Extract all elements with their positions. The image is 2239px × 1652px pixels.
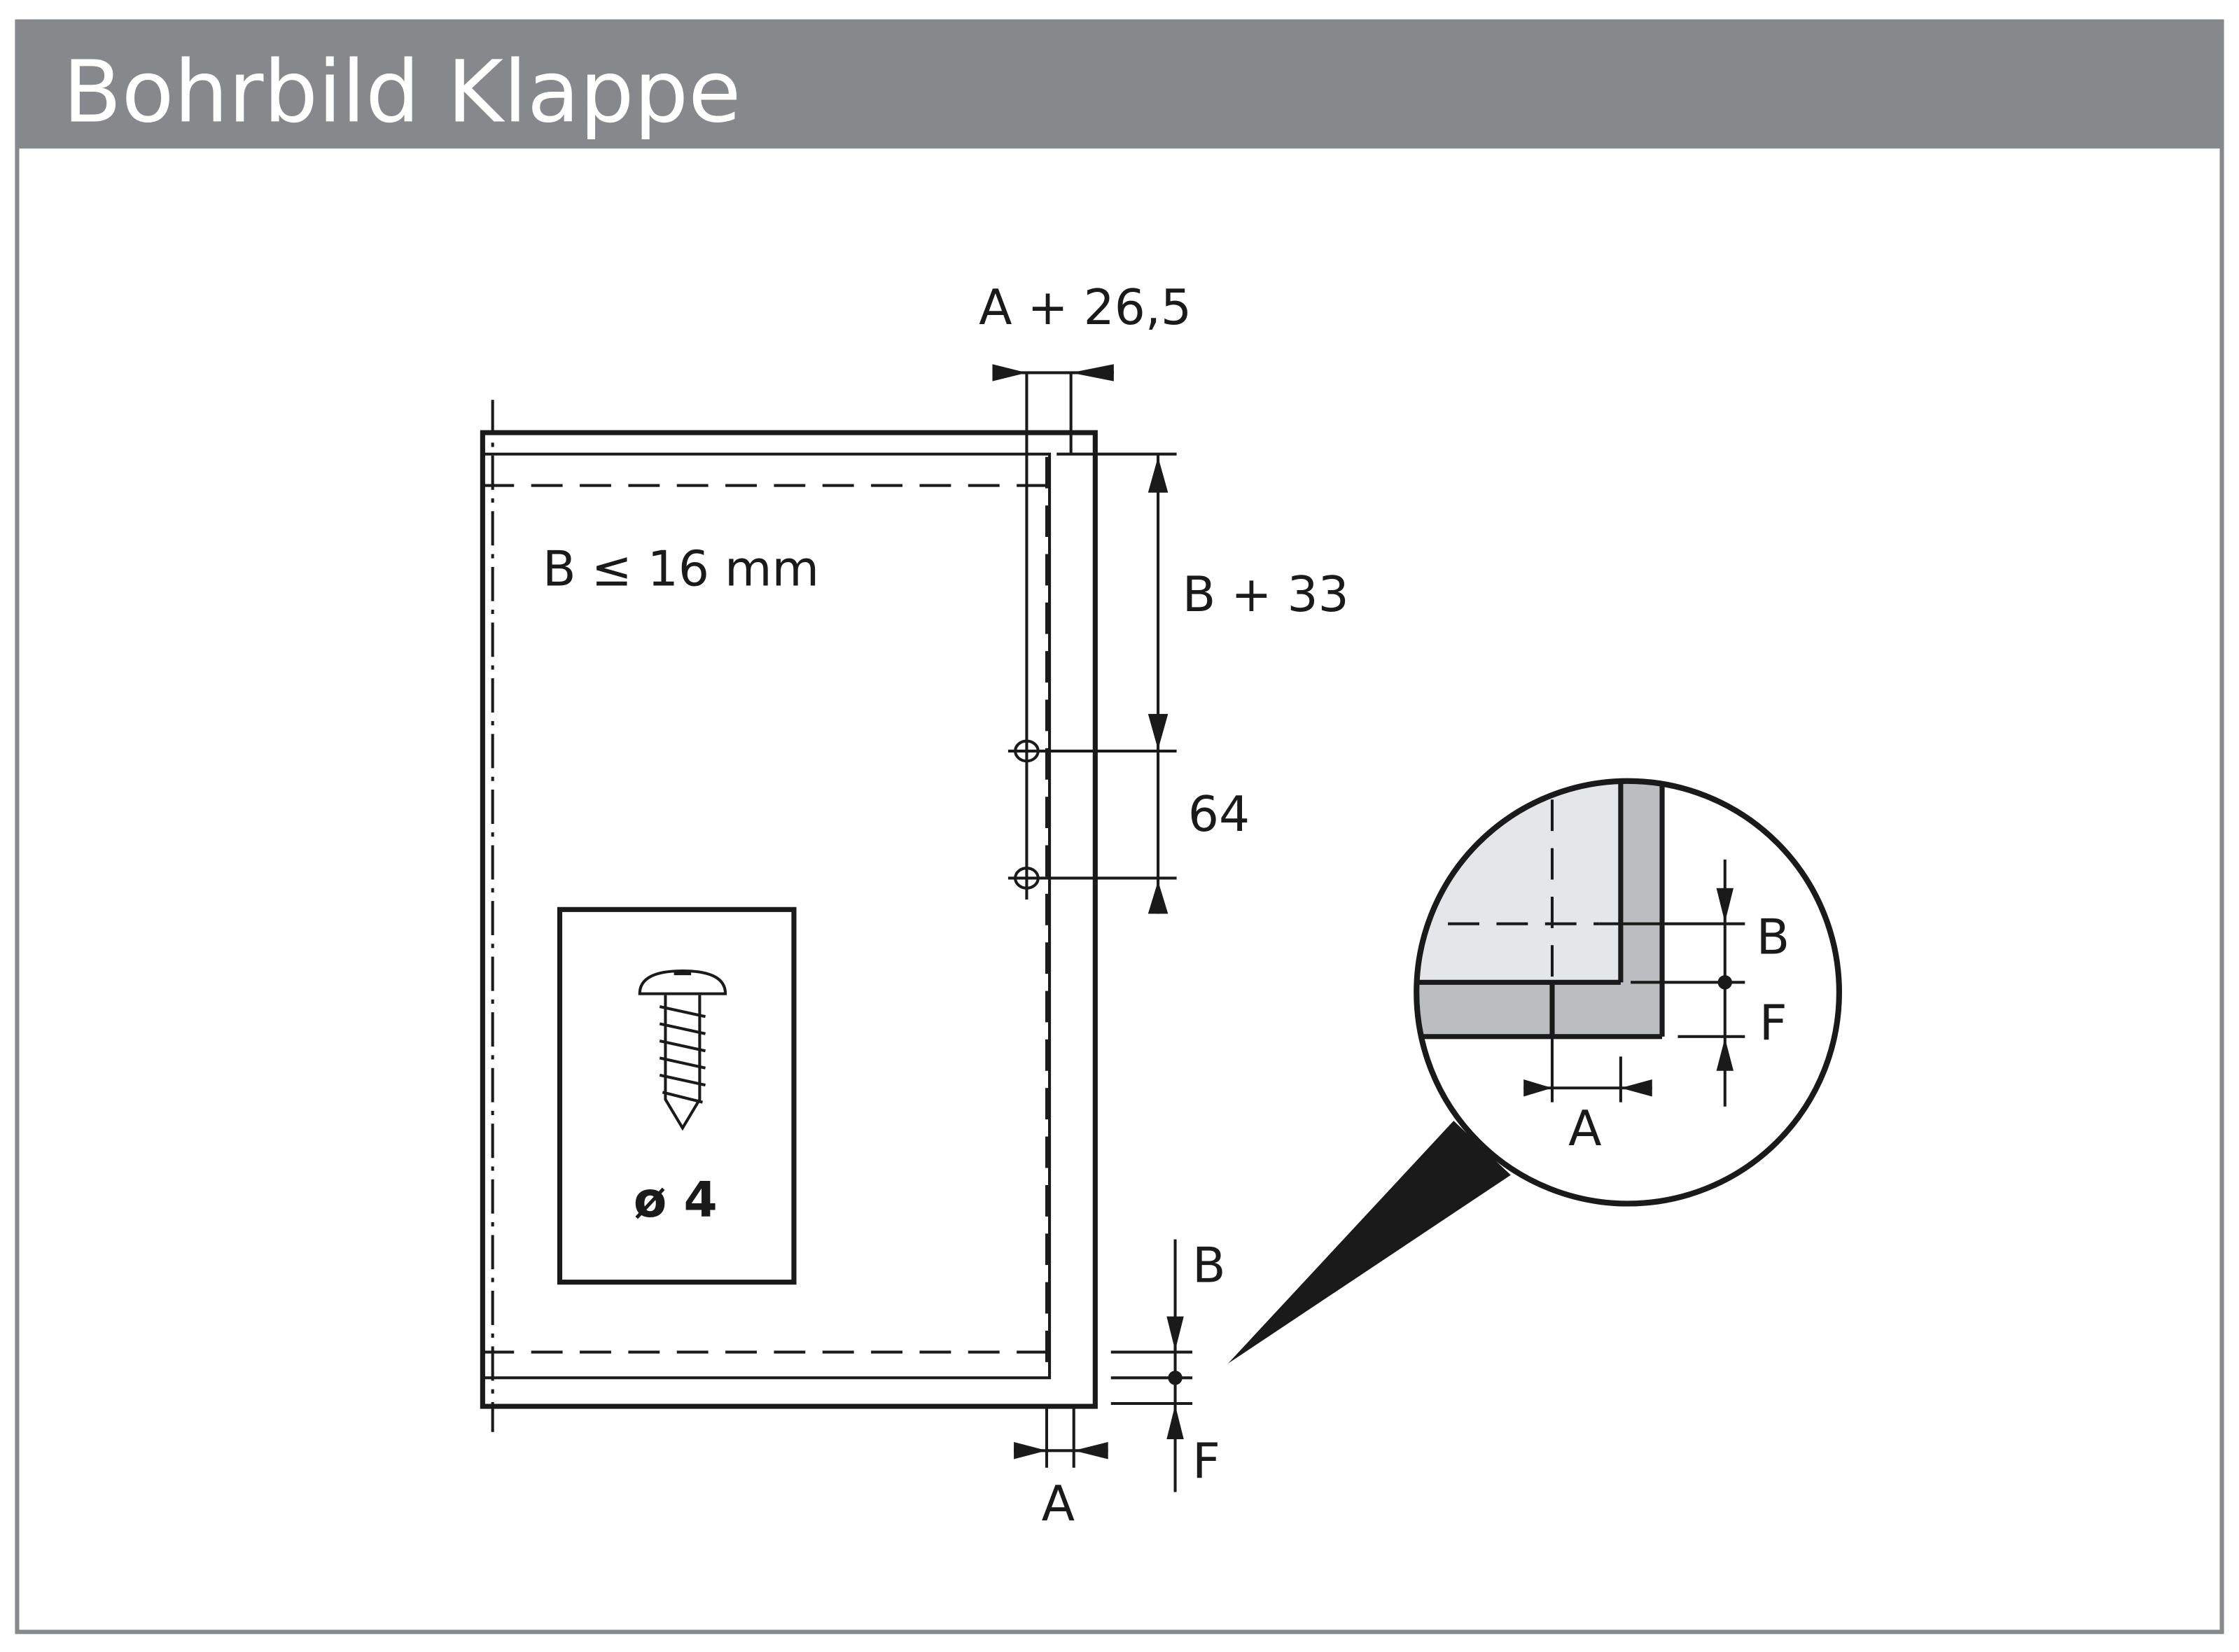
detail-label-a: A: [1568, 1101, 1601, 1157]
frame: [15, 19, 2224, 1634]
screw-icon: [638, 969, 727, 1131]
dim-label-b-plus-33: B + 33: [1183, 567, 1349, 623]
dimension-a-plus-26-5: [992, 364, 1114, 382]
dimension-b-plus-33: [1056, 452, 1177, 914]
magnifier-pointer: [1228, 1121, 1511, 1364]
page-title: Bohrbild Klappe: [63, 41, 741, 141]
detail-label-b: B: [1757, 910, 1790, 966]
flap-panel: [480, 374, 1098, 1432]
dim-label-bottom-b: B: [1192, 1238, 1226, 1294]
screw-diameter-label: ø 4: [634, 1172, 718, 1228]
thickness-note: B ≤ 16 mm: [543, 541, 819, 597]
header-bar: [17, 21, 2222, 149]
dim-label-bottom-f: F: [1192, 1434, 1220, 1490]
dimension-bottom-a: [1014, 1406, 1108, 1468]
dim-label-64: 64: [1188, 787, 1250, 843]
dimension-bottom-b-f: [1110, 1239, 1193, 1492]
detail-label-f: F: [1759, 995, 1787, 1051]
drill-holes: [1007, 739, 1177, 890]
dim-label-a-plus-26-5: A + 26,5: [979, 280, 1192, 336]
dim-label-bottom-a: A: [1042, 1476, 1075, 1532]
